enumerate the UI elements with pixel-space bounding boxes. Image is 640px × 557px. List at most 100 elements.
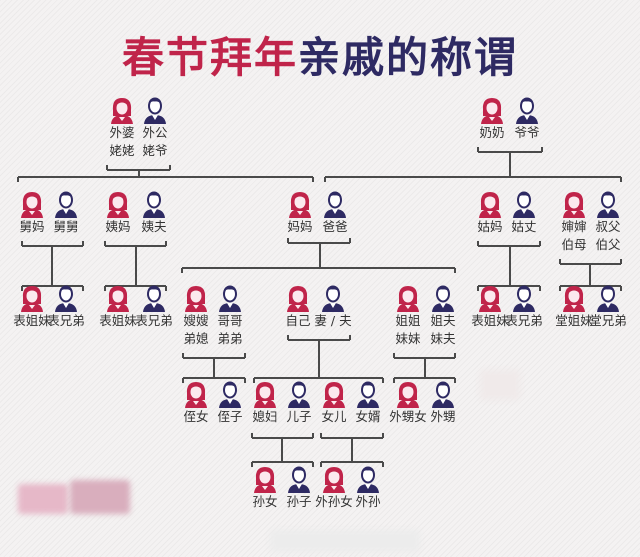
person-female: 外婆姥姥 bbox=[100, 96, 144, 160]
blurred-watermark bbox=[480, 370, 520, 400]
person-female: 姑妈 bbox=[468, 190, 512, 236]
person-male: 女婿 bbox=[346, 380, 390, 426]
person-label: 外甥 bbox=[430, 409, 456, 424]
person-label: 舅妈 bbox=[19, 219, 45, 234]
female-avatar-icon bbox=[243, 465, 287, 493]
person-label: 外婆 bbox=[109, 125, 135, 140]
person-label: 女儿 bbox=[321, 409, 347, 424]
person-female: 嫂嫂弟媳 bbox=[174, 284, 218, 348]
blurred-watermark bbox=[70, 480, 130, 514]
blurred-watermark bbox=[270, 530, 420, 552]
person-label: 自己 bbox=[285, 313, 311, 328]
person-label: 女婿 bbox=[355, 409, 381, 424]
title-part-blue: 亲戚的称谓 bbox=[298, 33, 519, 82]
person-label: 媳妇 bbox=[252, 409, 278, 424]
female-avatar-icon bbox=[96, 190, 140, 218]
female-avatar-icon bbox=[10, 284, 54, 312]
male-avatar-icon bbox=[505, 96, 549, 124]
male-avatar-icon bbox=[132, 284, 176, 312]
female-avatar-icon bbox=[276, 284, 320, 312]
person-label: 堂姐妹 bbox=[555, 313, 593, 328]
person-label: 侄子 bbox=[217, 409, 243, 424]
person-label: 儿子 bbox=[286, 409, 312, 424]
male-avatar-icon bbox=[502, 190, 546, 218]
person-male: 爸爸 bbox=[313, 190, 357, 236]
female-avatar-icon bbox=[278, 190, 322, 218]
female-avatar-icon bbox=[243, 380, 287, 408]
person-female: 姐姐妹妹 bbox=[386, 284, 430, 348]
person-female: 表姐妹 bbox=[10, 284, 54, 330]
person-label: 爸爸 bbox=[322, 219, 348, 234]
person-label: 爷爷 bbox=[514, 125, 540, 140]
person-label: 妈妈 bbox=[287, 219, 313, 234]
person-male: 姨夫 bbox=[132, 190, 176, 236]
male-avatar-icon bbox=[586, 190, 630, 218]
male-avatar-icon bbox=[313, 190, 357, 218]
person-label: 伯母 bbox=[561, 237, 587, 252]
person-male: 外孙 bbox=[346, 465, 390, 511]
person-label: 叔父 bbox=[595, 219, 621, 234]
person-label: 姨夫 bbox=[141, 219, 167, 234]
female-avatar-icon bbox=[10, 190, 54, 218]
person-label: 舅舅 bbox=[53, 219, 79, 234]
male-avatar-icon bbox=[208, 380, 252, 408]
female-avatar-icon bbox=[468, 284, 512, 312]
person-male: 表兄弟 bbox=[44, 284, 88, 330]
person-label: 弟媳 bbox=[183, 331, 209, 346]
female-avatar-icon bbox=[552, 190, 596, 218]
person-female: 侄女 bbox=[174, 380, 218, 426]
person-label: 侄女 bbox=[183, 409, 209, 424]
male-avatar-icon bbox=[44, 190, 88, 218]
person-male: 孙子 bbox=[277, 465, 321, 511]
person-male: 舅舅 bbox=[44, 190, 88, 236]
person-label: 姐姐 bbox=[395, 313, 421, 328]
male-avatar-icon bbox=[277, 380, 321, 408]
person-label: 姥爷 bbox=[142, 143, 168, 158]
person-label: 妹夫 bbox=[430, 331, 456, 346]
person-female: 婶婶伯母 bbox=[552, 190, 596, 254]
person-label: 表姐妹 bbox=[471, 313, 509, 328]
person-label: 表姐妹 bbox=[13, 313, 51, 328]
person-female: 奶奶 bbox=[470, 96, 514, 142]
male-avatar-icon bbox=[208, 284, 252, 312]
blurred-watermark bbox=[18, 484, 68, 514]
female-avatar-icon bbox=[174, 284, 218, 312]
person-female: 舅妈 bbox=[10, 190, 54, 236]
person-female: 姨妈 bbox=[96, 190, 140, 236]
male-avatar-icon bbox=[586, 284, 630, 312]
person-male: 外甥 bbox=[421, 380, 465, 426]
male-avatar-icon bbox=[502, 284, 546, 312]
page-title: 春节拜年亲戚的称谓 bbox=[0, 24, 640, 85]
female-avatar-icon bbox=[468, 190, 512, 218]
person-male: 姑丈 bbox=[502, 190, 546, 236]
female-avatar-icon bbox=[386, 284, 430, 312]
person-male: 外公姥爷 bbox=[133, 96, 177, 160]
female-avatar-icon bbox=[312, 465, 356, 493]
female-avatar-icon bbox=[470, 96, 514, 124]
person-label: 外公 bbox=[142, 125, 168, 140]
person-label: 孙女 bbox=[252, 494, 278, 509]
person-male: 姐夫妹夫 bbox=[421, 284, 465, 348]
person-female: 自己 bbox=[276, 284, 320, 330]
person-label: 姑妈 bbox=[477, 219, 503, 234]
person-female: 堂姐妹 bbox=[552, 284, 596, 330]
female-avatar-icon bbox=[100, 96, 144, 124]
female-avatar-icon bbox=[312, 380, 356, 408]
person-label: 表姐妹 bbox=[99, 313, 137, 328]
female-avatar-icon bbox=[174, 380, 218, 408]
male-avatar-icon bbox=[346, 465, 390, 493]
person-label: 堂兄弟 bbox=[589, 313, 627, 328]
person-male: 堂兄弟 bbox=[586, 284, 630, 330]
person-female: 表姐妹 bbox=[468, 284, 512, 330]
person-label: 外孙女 bbox=[315, 494, 353, 509]
person-male: 表兄弟 bbox=[132, 284, 176, 330]
male-avatar-icon bbox=[132, 190, 176, 218]
person-female: 女儿 bbox=[312, 380, 356, 426]
person-label: 伯父 bbox=[595, 237, 621, 252]
person-female: 媳妇 bbox=[243, 380, 287, 426]
person-female: 妈妈 bbox=[278, 190, 322, 236]
male-avatar-icon bbox=[421, 380, 465, 408]
person-label: 妹妹 bbox=[395, 331, 421, 346]
person-label: 外甥女 bbox=[389, 409, 427, 424]
